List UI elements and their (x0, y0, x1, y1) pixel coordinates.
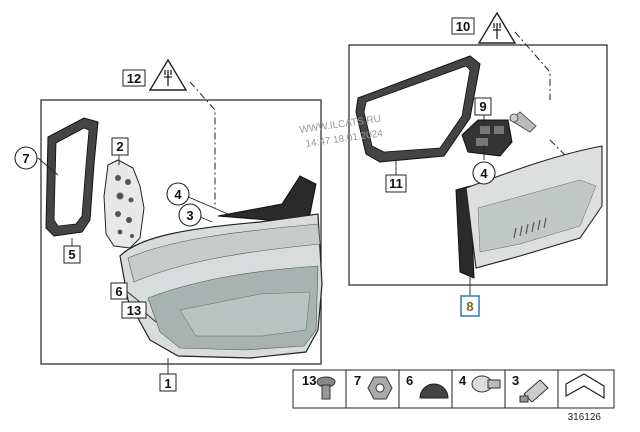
hex-nut-icon (367, 376, 393, 400)
callout-label-7[interactable]: 7 (22, 151, 29, 166)
warning-triangle-icon-12 (148, 58, 188, 91)
gasket-part-11 (355, 55, 481, 163)
callout-label-12[interactable]: 12 (127, 71, 141, 86)
dashed-leaders (189, 31, 566, 208)
warning-triangle-icon-10 (477, 11, 517, 44)
callout-label-8[interactable]: 8 (466, 299, 473, 314)
callout-boxes (63, 17, 492, 392)
callout-label-13[interactable]: 13 (127, 303, 141, 318)
legend-cell-4[interactable]: 4 (459, 373, 501, 393)
wedge-bulb-icon (519, 379, 549, 403)
callout-label-2[interactable]: 2 (116, 139, 123, 154)
legend-label-13: 13 (302, 373, 316, 388)
tail-light-part-1 (119, 175, 323, 359)
gasket-part-7 (45, 117, 99, 237)
legend-label-3: 3 (512, 373, 519, 388)
legend-cell-7[interactable]: 7 (354, 373, 393, 400)
legend-cell-arrow[interactable] (565, 373, 605, 400)
callout-label-10[interactable]: 10 (456, 19, 470, 34)
legend-cell-6[interactable]: 6 (406, 373, 449, 399)
callout-label-5[interactable]: 5 (68, 247, 75, 262)
left-frame (40, 99, 322, 365)
bulb-carrier-part-9 (461, 119, 513, 157)
callout-label-1[interactable]: 1 (164, 376, 171, 391)
callout-label-11[interactable]: 11 (389, 176, 403, 191)
callout-label-6[interactable]: 6 (115, 284, 122, 299)
tail-light-part-8 (455, 145, 603, 279)
small-bulb-part (509, 111, 537, 133)
right-frame (348, 44, 608, 286)
rubber-cap-icon (419, 383, 449, 399)
arrow-continuation-icon (565, 373, 605, 400)
diagram-number: 316126 (568, 412, 602, 423)
callout-label-4-right[interactable]: 4 (480, 166, 488, 181)
legend-strip (292, 369, 615, 409)
legend-label-7: 7 (354, 373, 361, 388)
highlight-box-8[interactable] (460, 295, 480, 317)
callout-label-3[interactable]: 3 (186, 208, 193, 223)
callout-label-4-left[interactable]: 4 (174, 187, 182, 202)
legend-cell-13[interactable]: 13 (302, 373, 336, 400)
callout-circles (14, 146, 496, 227)
bulb-holder-part-2 (103, 159, 145, 249)
leader-lines (37, 112, 485, 374)
legend-label-6: 6 (406, 373, 413, 388)
callout-label-9[interactable]: 9 (479, 99, 486, 114)
screw-icon (316, 376, 336, 400)
legend-label-4: 4 (459, 373, 467, 388)
legend-cell-3[interactable]: 3 (512, 373, 549, 403)
bulb-icon (471, 375, 501, 393)
